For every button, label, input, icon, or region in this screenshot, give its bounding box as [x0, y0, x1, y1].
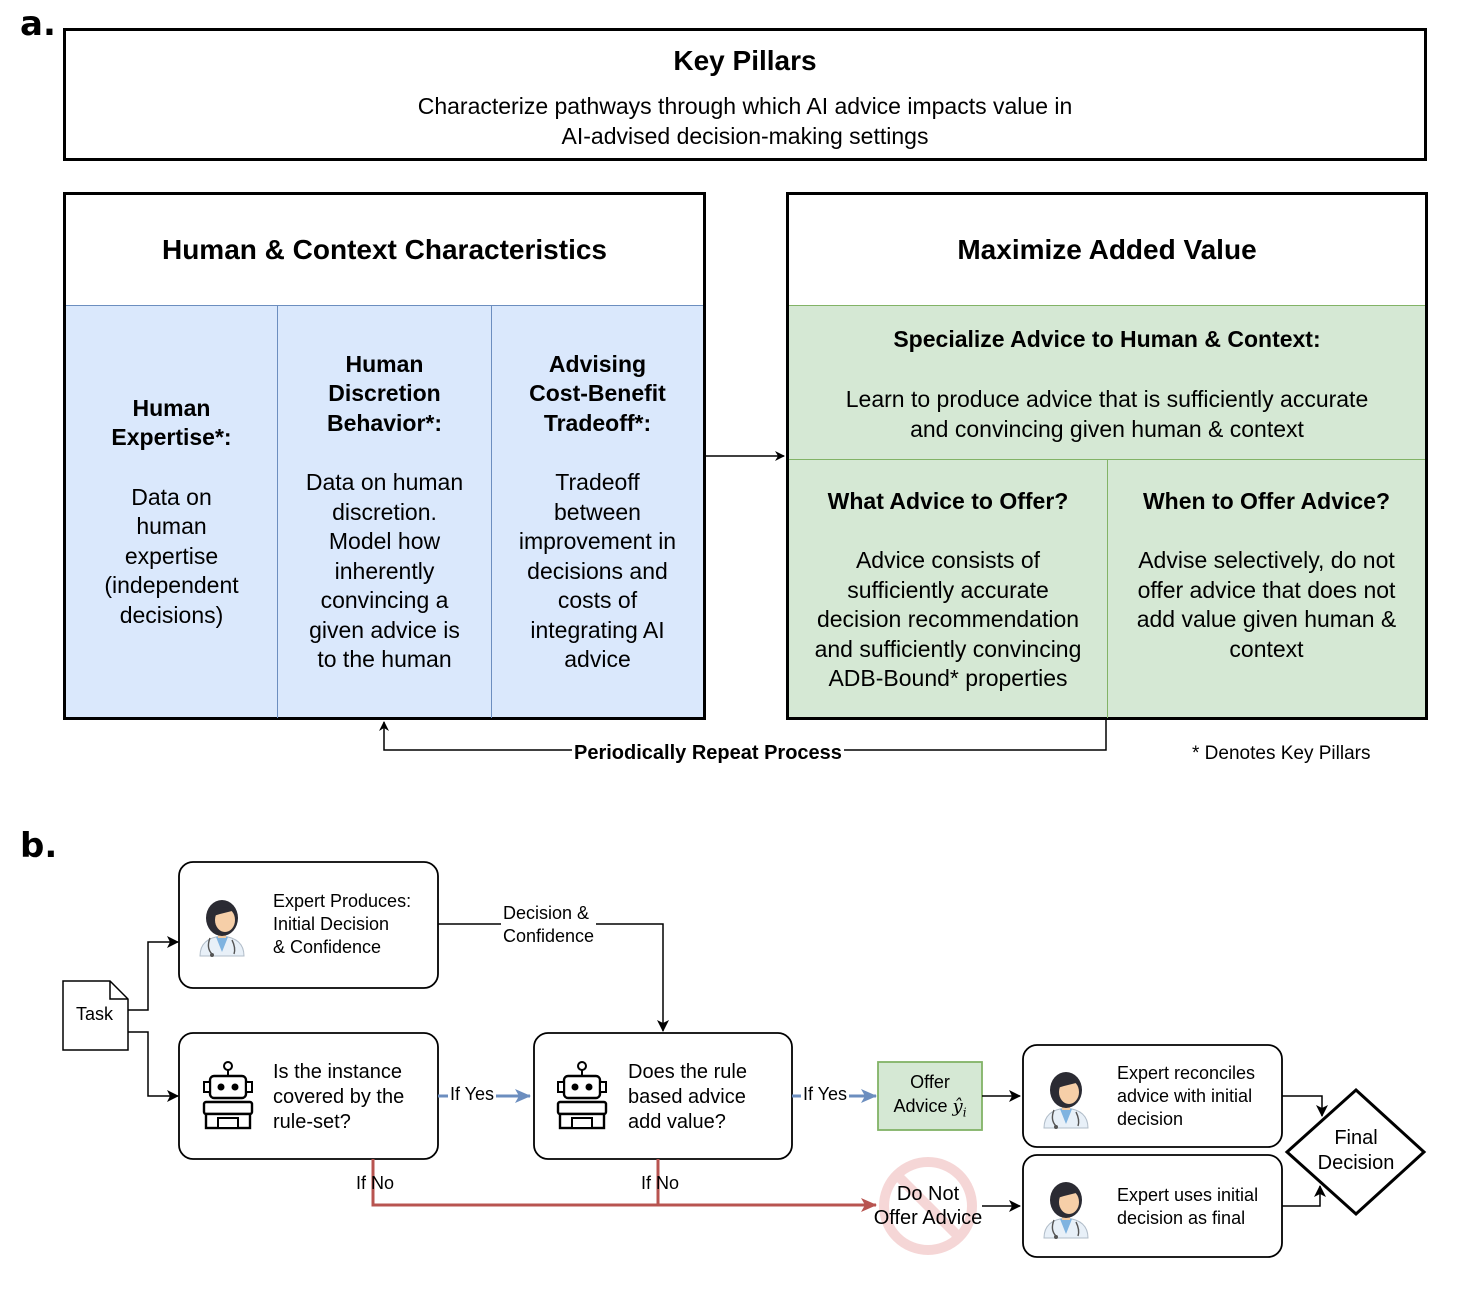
when-advice-heading: When to Offer Advice? — [1142, 488, 1391, 514]
footnote: * Denotes Key Pillars — [1192, 743, 1371, 764]
do-not-offer-text: Do Not Offer Advice — [873, 1183, 983, 1229]
reconciles-text: Expert reconciles advice with initial de… — [1117, 1063, 1256, 1129]
offer-advice-label: Offer Advice — [893, 1072, 950, 1116]
key-pillars-subtitle: Characterize pathways through which AI a… — [417, 93, 1073, 149]
cost-benefit-body: Tradeoff between improvement in decision… — [518, 469, 677, 672]
key-pillars-box: Key Pillars Characterize pathways throug… — [63, 28, 1427, 161]
offer-advice-text: Offer Advice ŷi — [878, 1070, 982, 1125]
human-context-box: Human & Context Characteristics Human Ex… — [63, 192, 706, 720]
repeat-process-label: Periodically Repeat Process — [572, 742, 844, 765]
discretion-behavior-heading: Human Discretion Behavior*: — [326, 350, 443, 436]
if-no-label-2: If No — [641, 1173, 680, 1193]
what-advice-body: Advice consists of sufficiently accurate… — [814, 547, 1082, 691]
key-pillars-title: Key Pillars — [673, 45, 817, 76]
column-cost-benefit: Advising Cost-Benefit Tradeoff*: Tradeof… — [492, 306, 703, 718]
added-value-title: Maximize Added Value — [957, 234, 1257, 265]
specialize-heading: Specialize Advice to Human & Context: — [893, 326, 1321, 352]
instance-covered-text: Is the instance covered by the rule-set? — [273, 1061, 405, 1133]
prohibited-icon — [879, 1157, 977, 1255]
what-advice-heading: What Advice to Offer? — [827, 488, 1069, 514]
column-human-expertise: Human Expertise*: Data on human expertis… — [66, 306, 278, 718]
final-decision-text: Final Decision — [1317, 1127, 1395, 1174]
if-yes-label-2: If Yes — [801, 1084, 850, 1105]
human-expertise-body: Data on human expertise (independent dec… — [104, 483, 239, 628]
uses-initial-text: Expert uses initial decision as final — [1117, 1185, 1259, 1228]
rule-value-text: Does the rule based advice add value? — [628, 1061, 747, 1133]
if-no-arrow-1 — [371, 1159, 877, 1212]
added-value-box: Maximize Added Value Specialize Advice t… — [786, 192, 1428, 720]
if-no-label-1: If No — [356, 1173, 395, 1193]
final-decision-diamond — [1284, 1087, 1427, 1217]
offer-advice-box — [877, 1061, 983, 1131]
expert-produces-text: Expert Produces: Initial Decision & Conf… — [273, 891, 412, 957]
specialize-body: Learn to produce advice that is sufficie… — [845, 386, 1369, 442]
panel-b-label: b. — [20, 826, 58, 866]
specialize-section: Specialize Advice to Human & Context: Le… — [789, 306, 1425, 460]
human-context-title: Human & Context Characteristics — [161, 234, 607, 265]
decision-confidence-label: Decision & Confidence — [501, 902, 597, 948]
column-discretion-behavior: Human Discretion Behavior*: Data on huma… — [278, 306, 492, 718]
when-advice-body: Advise selectively, do not offer advice … — [1136, 547, 1397, 662]
cost-benefit-heading: Advising Cost-Benefit Tradeoff*: — [529, 350, 666, 436]
when-advice-section: When to Offer Advice? Advise selectively… — [1108, 460, 1425, 718]
y-hat-symbol: ŷ — [952, 1096, 963, 1117]
discretion-behavior-body: Data on human discretion. Model how inhe… — [305, 469, 464, 672]
y-hat-subscript: i — [962, 1105, 967, 1120]
panel-a-label: a. — [20, 4, 56, 44]
added-value-body: Specialize Advice to Human & Context: Le… — [789, 305, 1425, 718]
if-yes-label-1: If Yes — [448, 1084, 497, 1105]
human-expertise-heading: Human Expertise*: — [111, 394, 232, 451]
human-context-columns: Human Expertise*: Data on human expertis… — [66, 305, 703, 718]
what-advice-section: What Advice to Offer? Advice consists of… — [789, 460, 1108, 718]
task-label: Task — [76, 1004, 114, 1024]
